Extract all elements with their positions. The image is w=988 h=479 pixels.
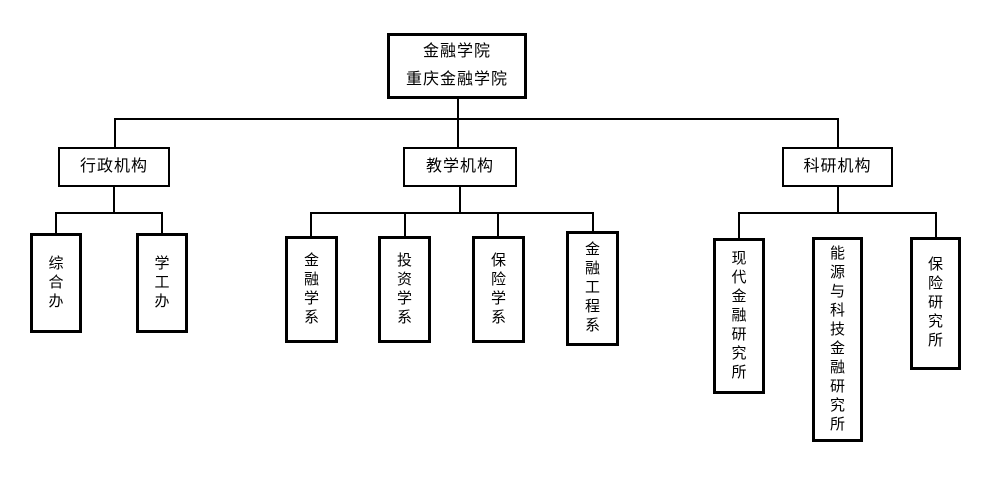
- general-office-label: 综合办: [48, 255, 64, 310]
- connector-bus-to-research: [837, 118, 839, 147]
- node-finance-dept: 金融学系: [285, 236, 338, 343]
- energy-tech-finance-institute-label: 能源与科技金融研究所: [829, 245, 845, 433]
- node-investment-dept: 投资学系: [378, 236, 431, 343]
- root-label-line2: 重庆金融学院: [405, 71, 508, 88]
- insurance-dept-label: 保险学系: [490, 252, 506, 326]
- admin-branch-label: 行政机构: [79, 158, 148, 175]
- insurance-institute-label: 保险研究所: [927, 257, 943, 349]
- connector-level1-bus: [114, 118, 839, 120]
- connector-teaching-down: [459, 187, 461, 212]
- node-teaching-branch: 教学机构: [403, 147, 517, 187]
- financial-engineering-dept-label: 金融工程系: [584, 242, 600, 334]
- node-energy-tech-finance-institute: 能源与科技金融研究所: [812, 237, 863, 442]
- student-affairs-office-label: 学工办: [154, 255, 170, 310]
- teaching-branch-label: 教学机构: [425, 158, 494, 175]
- finance-dept-label: 金融学系: [303, 252, 319, 326]
- connector-teaching-child1: [310, 212, 312, 236]
- node-financial-engineering-dept: 金融工程系: [566, 231, 619, 346]
- node-admin-branch: 行政机构: [58, 147, 170, 187]
- node-student-affairs-office: 学工办: [136, 233, 188, 333]
- connector-teaching-bus: [310, 212, 594, 214]
- modern-finance-institute-label: 现代金融研究所: [731, 250, 747, 381]
- connector-research-bus: [738, 212, 937, 214]
- connector-research-child1: [738, 212, 740, 238]
- connector-admin-down: [113, 187, 115, 212]
- connector-admin-child1: [55, 212, 57, 233]
- connector-root-to-teaching: [457, 99, 459, 147]
- node-insurance-dept: 保险学系: [472, 236, 525, 343]
- node-finance-college-root: 金融学院 重庆金融学院: [387, 33, 527, 99]
- node-modern-finance-institute: 现代金融研究所: [713, 238, 765, 394]
- connector-teaching-child3: [497, 212, 499, 236]
- connector-research-down: [837, 187, 839, 212]
- node-general-office: 综合办: [30, 233, 82, 333]
- connector-admin-bus: [55, 212, 163, 214]
- investment-dept-label: 投资学系: [396, 252, 412, 326]
- connector-research-child3: [935, 212, 937, 237]
- research-branch-label: 科研机构: [803, 158, 872, 175]
- connector-bus-to-admin: [114, 118, 116, 147]
- node-insurance-institute: 保险研究所: [910, 237, 961, 370]
- root-label-line1: 金融学院: [422, 43, 491, 60]
- connector-admin-child2: [161, 212, 163, 233]
- connector-teaching-child4: [592, 212, 594, 231]
- root-label: 金融学院 重庆金融学院: [406, 38, 508, 94]
- connector-teaching-child2: [404, 212, 406, 236]
- node-research-branch: 科研机构: [782, 147, 893, 187]
